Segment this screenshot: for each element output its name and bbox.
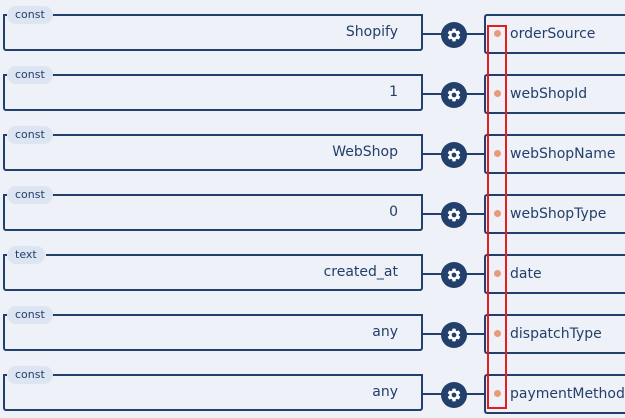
port-dot-icon[interactable]: [494, 390, 501, 397]
port-column-highlight: [487, 25, 507, 409]
source-field-box[interactable]: [3, 74, 423, 111]
source-box-border: [46, 314, 423, 316]
target-field-box[interactable]: [484, 134, 625, 174]
transform-settings-button[interactable]: [441, 262, 467, 288]
gear-icon: [447, 208, 461, 222]
source-box-corner: [421, 254, 423, 256]
source-field-box[interactable]: [3, 194, 423, 231]
source-box-border: [46, 374, 423, 376]
transform-settings-button[interactable]: [441, 382, 467, 408]
source-value[interactable]: created_at: [323, 264, 398, 280]
source-type-badge: const: [7, 126, 53, 144]
source-box-border: [46, 14, 423, 16]
transform-settings-button[interactable]: [441, 82, 467, 108]
source-value[interactable]: WebShop: [332, 144, 398, 160]
target-field-box[interactable]: [484, 14, 625, 54]
source-value[interactable]: 0: [389, 204, 398, 220]
source-value[interactable]: any: [372, 324, 398, 340]
mapping-row: const any dispatchType: [0, 300, 625, 360]
port-dot-icon[interactable]: [494, 90, 501, 97]
mapping-row: text created_at date: [0, 240, 625, 300]
source-field-box[interactable]: [3, 314, 423, 351]
target-field-box[interactable]: [484, 314, 625, 354]
source-box-border: [46, 74, 423, 76]
source-field-box[interactable]: [3, 374, 423, 411]
source-value[interactable]: Shopify: [345, 24, 398, 40]
source-box-border: [46, 134, 423, 136]
source-box-border: [46, 194, 423, 196]
port-dot-icon[interactable]: [494, 30, 501, 37]
source-field-box[interactable]: [3, 134, 423, 171]
source-box-corner: [421, 74, 423, 76]
mapping-row: const 1 webShopId: [0, 60, 625, 120]
source-field-box[interactable]: [3, 254, 423, 291]
port-dot-icon[interactable]: [494, 330, 501, 337]
source-type-badge: text: [7, 246, 45, 264]
source-box-corner: [421, 314, 423, 316]
target-field-box[interactable]: [484, 254, 625, 294]
source-type-badge: const: [7, 306, 53, 324]
source-type-badge: const: [7, 186, 53, 204]
target-field-box[interactable]: [484, 74, 625, 114]
transform-settings-button[interactable]: [441, 322, 467, 348]
target-field-label: orderSource: [510, 26, 596, 42]
gear-icon: [447, 88, 461, 102]
target-field-label: webShopId: [510, 86, 588, 102]
source-box-corner: [421, 134, 423, 136]
gear-icon: [447, 268, 461, 282]
target-field-box[interactable]: [484, 374, 625, 414]
gear-icon: [447, 148, 461, 162]
gear-icon: [447, 388, 461, 402]
target-field-label: paymentMethod: [510, 386, 625, 402]
transform-settings-button[interactable]: [441, 142, 467, 168]
port-dot-icon[interactable]: [494, 210, 501, 217]
mapping-row: const Shopify orderSource: [0, 0, 625, 60]
target-field-label: date: [510, 266, 542, 282]
source-box-border: [46, 254, 423, 256]
mapping-row: const 0 webShopType: [0, 180, 625, 240]
port-dot-icon[interactable]: [494, 150, 501, 157]
target-field-label: webShopType: [510, 206, 607, 222]
source-type-badge: const: [7, 66, 53, 84]
target-field-label: dispatchType: [510, 326, 602, 342]
source-field-box[interactable]: [3, 14, 423, 51]
target-field-box[interactable]: [484, 194, 625, 234]
source-box-corner: [421, 14, 423, 16]
mapping-row: const WebShop webShopName: [0, 120, 625, 180]
source-box-corner: [421, 194, 423, 196]
source-type-badge: const: [7, 6, 53, 24]
gear-icon: [447, 328, 461, 342]
source-value[interactable]: any: [372, 384, 398, 400]
target-field-label: webShopName: [510, 146, 616, 162]
source-box-corner: [421, 374, 423, 376]
source-type-badge: const: [7, 366, 53, 384]
port-dot-icon[interactable]: [494, 270, 501, 277]
transform-settings-button[interactable]: [441, 22, 467, 48]
source-value[interactable]: 1: [389, 84, 398, 100]
transform-settings-button[interactable]: [441, 202, 467, 228]
gear-icon: [447, 28, 461, 42]
mapping-row: const any paymentMethod: [0, 360, 625, 418]
